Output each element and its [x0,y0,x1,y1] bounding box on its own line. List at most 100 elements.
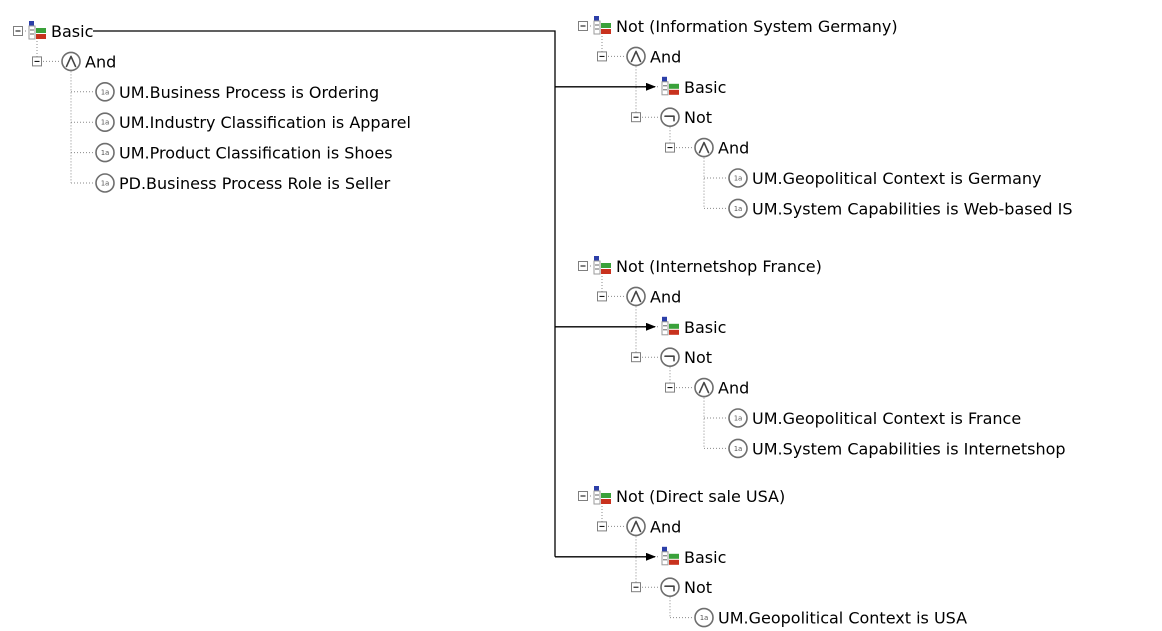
node-label: UM.Product Classification is Shoes [119,144,393,163]
collapse-toggle[interactable] [578,21,588,31]
red-bar [601,499,611,504]
collapse-toggle[interactable] [578,491,588,501]
svg-text:1a: 1a [101,119,109,127]
not-icon [660,347,680,368]
tree-node-not[interactable]: Not [631,107,713,149]
and-icon [61,51,81,72]
tree-node-um-product-classification-is-shoes[interactable]: 1a UM.Product Classification is Shoes [95,142,393,163]
tree-node-pd-business-process-role-is-seller[interactable]: 1a PD.Business Process Role is Seller [95,173,391,193]
and-icon [694,377,714,398]
tree-node-basic[interactable]: Basic [661,76,726,97]
node-label: And [650,287,681,306]
blue-square [594,486,599,491]
statement-icon: 1a [95,112,115,132]
green-bar [601,263,611,268]
not-icon [660,107,680,127]
red-bar [36,34,46,39]
collapse-toggle[interactable] [32,56,42,67]
rule-set-icon [28,21,46,40]
node-label: UM.Geopolitical Context is Germany [752,169,1042,188]
red-bar [601,269,611,274]
collapse-toggle[interactable] [631,582,641,593]
blue-square [662,546,667,552]
node-label: And [718,139,749,158]
collapse-toggle[interactable] [665,142,675,153]
node-label: UM.Business Process is Ordering [119,83,379,102]
node-label: UM.System Capabilities is Internetshop [752,439,1066,458]
tree-node-and[interactable]: And [32,51,117,184]
node-label: UM.System Capabilities is Web-based IS [752,199,1073,218]
node-label: Not [684,578,712,597]
rule-set-icon [661,316,679,336]
collapse-toggle[interactable] [597,291,607,302]
node-label: Basic [684,78,726,97]
collapse-toggle[interactable] [578,261,588,271]
and-icon [626,516,646,537]
statement-icon: 1a [728,438,748,459]
rule-set-icon [593,16,611,35]
collapse-toggle[interactable] [597,51,607,62]
collapse-toggle[interactable] [631,112,641,123]
node-label: Not (Information System Germany) [616,17,898,36]
svg-text:1a: 1a [734,415,742,423]
tree-node-basic[interactable]: Basic [661,316,726,337]
red-bar [669,559,679,565]
tree-node-not[interactable]: Not [631,347,713,389]
tree-node-and[interactable]: And [665,137,750,209]
svg-text:1a: 1a [101,149,109,157]
node-label: PD.Business Process Role is Seller [119,174,391,193]
and-icon [626,286,646,307]
green-bar [669,83,679,89]
green-bar [669,553,679,559]
tree-node-not-information-system-germany[interactable]: Not (Information System Germany) [578,16,898,57]
node-label: Not (Direct sale USA) [616,487,785,506]
tree-node-not[interactable]: Not [631,577,713,619]
tree-node-basic[interactable]: Basic [13,21,94,62]
statement-icon: 1a [728,168,748,188]
green-bar [36,28,46,33]
node-label: UM.Geopolitical Context is France [752,409,1021,428]
blue-square [594,16,599,21]
tree-node-basic[interactable]: Basic [661,546,726,567]
statement-icon: 1a [694,607,714,628]
tree-node-not-direct-sale-usa[interactable]: Not (Direct sale USA) [578,486,786,527]
red-bar [601,29,611,34]
collapse-toggle[interactable] [13,26,23,36]
tree-node-and[interactable]: And [597,516,682,588]
reference-connectors [93,30,656,561]
tree-germany: Not (Information System Germany)AndBasic… [578,16,1073,218]
red-bar [669,329,679,335]
tree-node-um-geopolitical-context-is-france[interactable]: 1a UM.Geopolitical Context is France [728,408,1021,428]
svg-text:1a: 1a [700,614,708,622]
rule-set-icon [593,256,611,275]
green-bar [601,493,611,498]
node-label: Basic [684,318,726,337]
tree-node-and[interactable]: And [665,377,750,449]
and-icon [626,46,646,67]
blue-square [662,76,667,82]
statement-icon: 1a [95,173,115,193]
node-label: And [718,379,749,398]
green-bar [669,323,679,329]
collapse-toggle[interactable] [665,382,675,393]
tree-node-and[interactable]: And [597,46,682,118]
tree-node-and[interactable]: And [597,286,682,358]
collapse-toggle[interactable] [597,521,607,532]
node-label: And [650,47,681,66]
svg-text:1a: 1a [101,180,109,188]
rule-set-icon [593,486,611,505]
rule-set-icon [661,546,679,566]
red-bar [669,89,679,95]
collapse-toggle[interactable] [631,352,641,363]
tree-node-not-internetshop-france[interactable]: Not (Internetshop France) [578,256,822,297]
rule-set-icon [661,76,679,96]
